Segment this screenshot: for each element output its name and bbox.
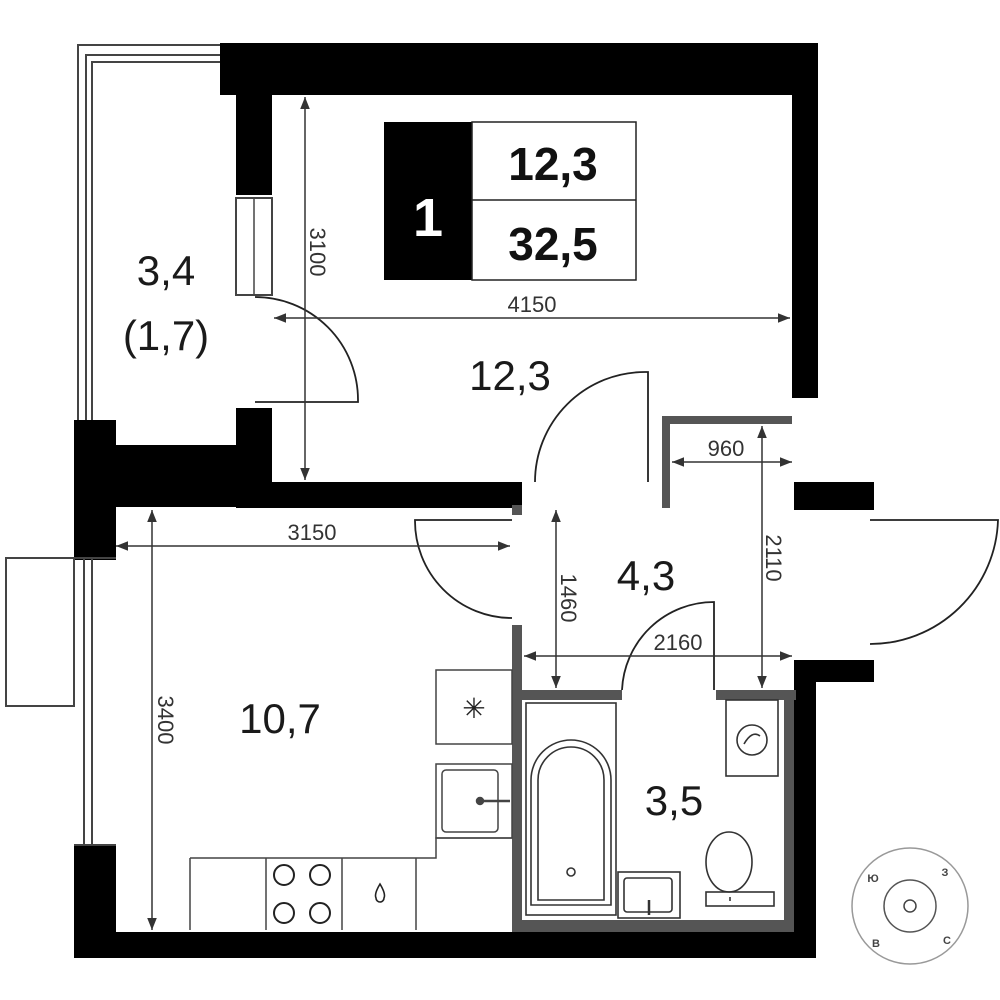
dim-hall-niche-width: 960 [708, 436, 745, 461]
dim-bath-width: 2160 [654, 630, 703, 655]
dim-living-height: 3100 [305, 228, 330, 277]
compass-north: З [942, 867, 949, 879]
svg-text:✳: ✳ [462, 693, 485, 724]
sink-icon [435, 763, 513, 839]
bathroom-sink-icon [617, 871, 681, 919]
dim-kitchen-width: 3150 [288, 520, 337, 545]
badge-rooms: 1 [413, 188, 443, 248]
dim-hall-height: 2110 [761, 534, 786, 581]
partitions [512, 416, 796, 932]
compass-east: С [943, 935, 951, 947]
kitchen-counter [189, 837, 512, 930]
kitchen-area: 10,7 [239, 695, 321, 742]
hallway-area: 4,3 [617, 552, 675, 599]
doors [254, 296, 999, 691]
fridge-icon: ✳ [435, 669, 513, 745]
exterior-walls [74, 43, 874, 958]
bathroom-area: 3,5 [645, 777, 703, 824]
compass-icon: З Ю В С [851, 847, 969, 965]
apartment-badge: 1 12,3 32,5 [384, 121, 637, 281]
faucet-icon [374, 882, 386, 903]
washer-icon [725, 699, 779, 777]
dim-hall-depth: 1460 [556, 574, 581, 623]
dim-living-width: 4150 [508, 292, 557, 317]
dim-kitchen-height: 3400 [153, 696, 178, 745]
balcony-area: 3,4 [137, 247, 195, 294]
badge-total-area: 32,5 [508, 218, 598, 270]
compass-west: Ю [867, 873, 878, 885]
living-room-area: 12,3 [469, 352, 551, 399]
bathtub-icon [525, 702, 617, 916]
dimension-lines [116, 97, 792, 930]
kitchen-window [5, 557, 116, 846]
badge-living-area: 12,3 [508, 138, 598, 190]
toilet-icon [705, 831, 775, 907]
balcony-railing [77, 44, 220, 425]
compass-south: В [872, 938, 880, 950]
balcony-area-reduced: (1,7) [123, 312, 209, 359]
stove-icon [273, 864, 331, 924]
